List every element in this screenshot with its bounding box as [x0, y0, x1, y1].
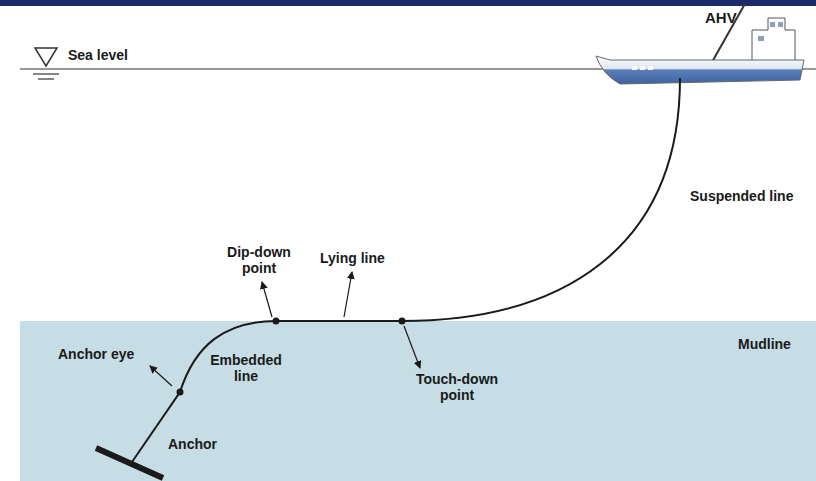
- mooring-line: [132, 78, 680, 462]
- part-label: Mudline: [738, 336, 791, 352]
- part-label: Sea level: [68, 47, 128, 63]
- part-label: Embedded line: [210, 352, 282, 384]
- part-label: AHV: [705, 10, 737, 26]
- part-label: Anchor eye: [58, 346, 134, 362]
- leader-arrow: [404, 326, 420, 368]
- part-label: Suspended line: [690, 188, 793, 204]
- sea-level-symbol: [35, 48, 57, 66]
- part-label: Lying line: [320, 250, 385, 266]
- ahv-vessel: [596, 2, 804, 84]
- part-label: Touch-down point: [414, 371, 500, 403]
- part-label: Dip-down point: [220, 244, 298, 276]
- seabed: [20, 321, 816, 481]
- part-label: Anchor: [168, 436, 217, 452]
- top-bar: [0, 0, 816, 6]
- leader-arrow: [344, 272, 352, 317]
- anchor-plate: [96, 448, 163, 478]
- leader-arrow: [262, 282, 272, 317]
- leader-arrow: [150, 366, 172, 386]
